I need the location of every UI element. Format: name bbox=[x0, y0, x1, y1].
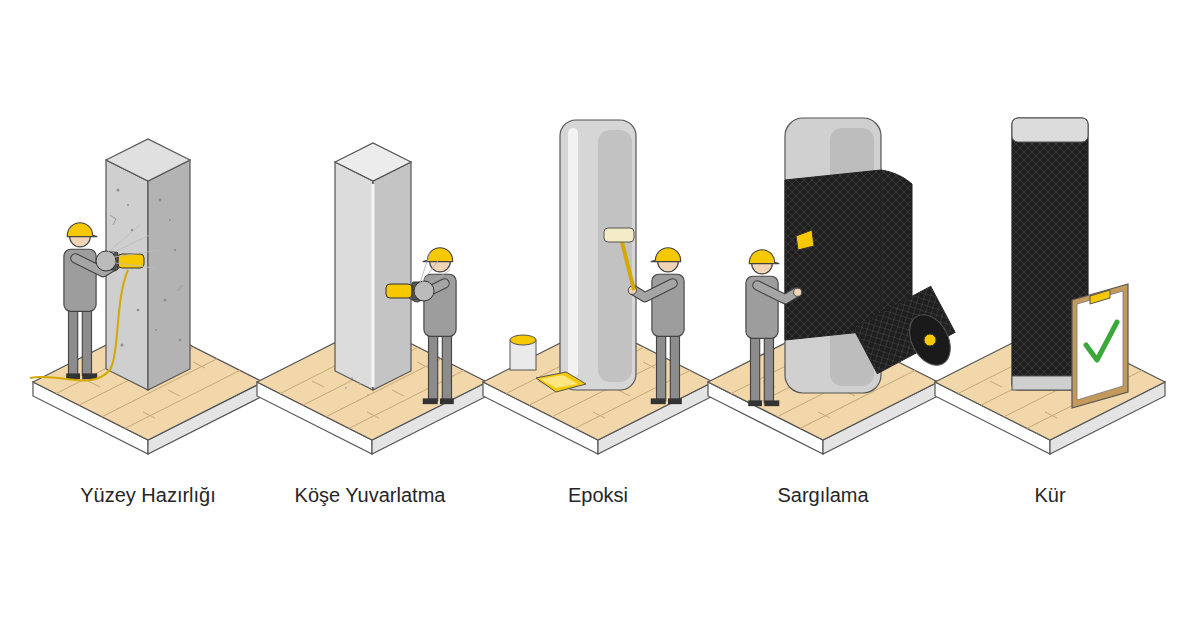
step-label: Sargılama bbox=[703, 484, 943, 507]
step-label: Yüzey Hazırlığı bbox=[28, 484, 268, 507]
step-label: Köşe Yuvarlatma bbox=[250, 484, 490, 507]
step-label: Epoksi bbox=[478, 484, 718, 507]
step-label: Kür bbox=[930, 484, 1170, 507]
